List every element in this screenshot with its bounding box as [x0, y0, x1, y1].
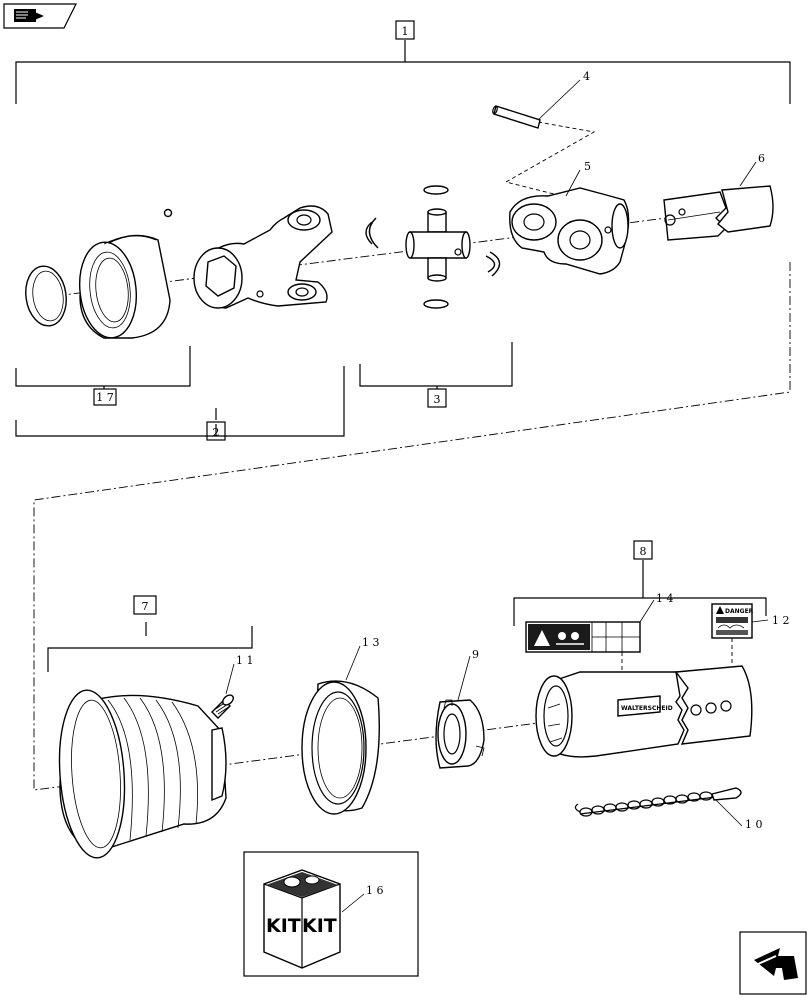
callout-5: 5 [584, 160, 591, 173]
kit-label-right: KIT [302, 915, 337, 937]
callout-11: 1 1 [236, 654, 254, 667]
outer-yoke-part [509, 187, 630, 275]
brand-text: WALTERSCHEID [621, 705, 673, 712]
bracket-7: 7 [47, 595, 253, 672]
bearing-part [435, 699, 485, 769]
roll-pin-part [492, 105, 541, 129]
snap-ring-part [25, 265, 67, 327]
callout-13: 1 3 [362, 636, 380, 649]
profile-tube-part [663, 185, 774, 241]
callout-3: 3 [434, 393, 441, 406]
cross-journal-part [365, 185, 501, 309]
bearing-collar-part [79, 234, 171, 339]
screw-part [211, 694, 234, 719]
callout-4: 4 [583, 70, 590, 83]
bracket-3: 3 [359, 342, 513, 408]
warning-decal-strip [525, 621, 641, 653]
kit-box: KIT KIT [243, 851, 419, 977]
grease-nipple-part [163, 208, 173, 218]
callout-6: 6 [758, 152, 765, 165]
callout-16: 1 6 [366, 884, 384, 897]
return-arrow-icon[interactable] [739, 931, 807, 995]
guard-tube-part: WALTERSCHEID [535, 665, 753, 758]
bracket-8: 8 [513, 540, 767, 626]
book-arrow-icon[interactable] [3, 3, 77, 29]
kit-label-left: KIT [266, 915, 301, 937]
callout-7: 7 [142, 600, 149, 613]
callout-2: 2 [213, 426, 220, 439]
bracket-17: 1 7 [15, 346, 191, 406]
bearing-ring-part [301, 680, 380, 815]
callout-14: 1 4 [656, 592, 674, 605]
callout-12: 1 2 [772, 614, 790, 627]
danger-decal: DANGER [711, 603, 754, 639]
callout-10: 1 0 [745, 818, 763, 831]
danger-text: DANGER [725, 608, 754, 615]
callout-9: 9 [472, 648, 479, 661]
safety-chain-part [574, 787, 742, 817]
pin-leader-line [504, 121, 596, 203]
inner-yoke-part [193, 205, 333, 309]
callout-1: 1 [402, 25, 409, 38]
guard-bellows-part [58, 689, 227, 859]
callout-17: 1 7 [96, 391, 114, 404]
callout-8: 8 [640, 545, 647, 558]
connector-dashed-line [33, 262, 791, 791]
assembly-bracket-1: 1 [15, 20, 791, 104]
bracket-2: 2 [15, 366, 345, 441]
